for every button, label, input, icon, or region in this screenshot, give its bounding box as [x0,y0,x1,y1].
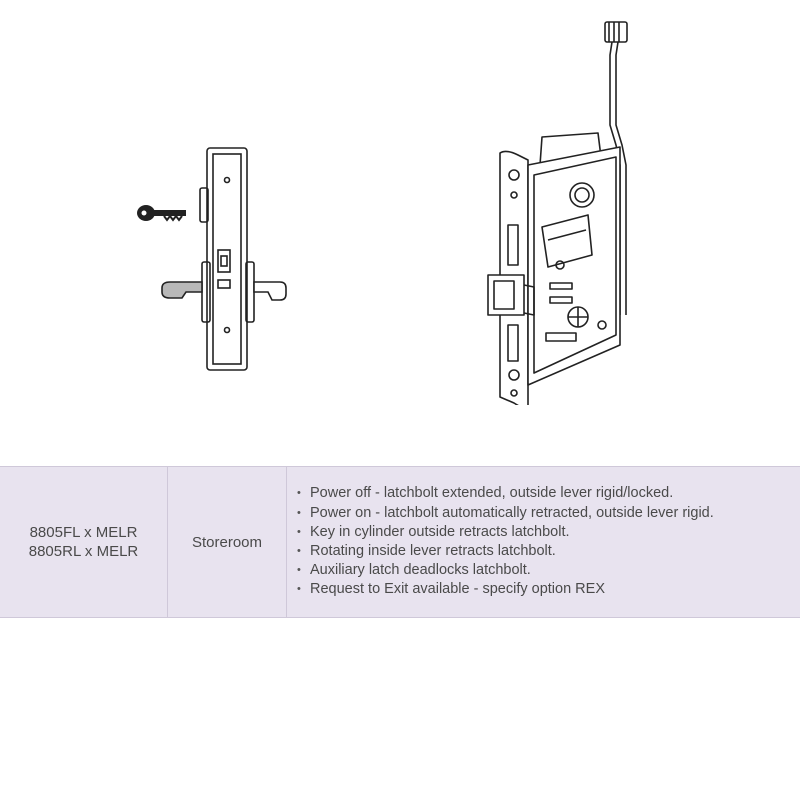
model-cell: 8805FL x MELR 8805RL x MELR [0,467,168,617]
list-item: Key in cylinder outside retracts latchbo… [297,523,714,542]
function-cell: Storeroom [168,467,287,617]
model-number: 8805RL x MELR [28,543,139,560]
description-cell: Power off - latchbolt extended, outside … [287,467,800,617]
description-list: Power off - latchbolt extended, outside … [297,484,714,599]
model-number: 8805FL x MELR [29,524,138,541]
spec-table-row: 8805FL x MELR 8805RL x MELR Storeroom Po… [0,466,800,618]
mortise-lock-body-illustration [487,21,628,405]
list-item: Rotating inside lever retracts latchbolt… [297,542,714,561]
key-icon [137,205,186,222]
function-name: Storeroom [191,533,263,551]
list-item: Power on - latchbolt automatically retra… [297,504,714,523]
list-item: Auxiliary latch deadlocks latchbolt. [297,561,714,580]
list-item: Power off - latchbolt extended, outside … [297,484,714,503]
lever-handle-icon [161,281,203,299]
lock-function-schematic [137,147,287,371]
list-item: Request to Exit available - specify opti… [297,580,714,599]
